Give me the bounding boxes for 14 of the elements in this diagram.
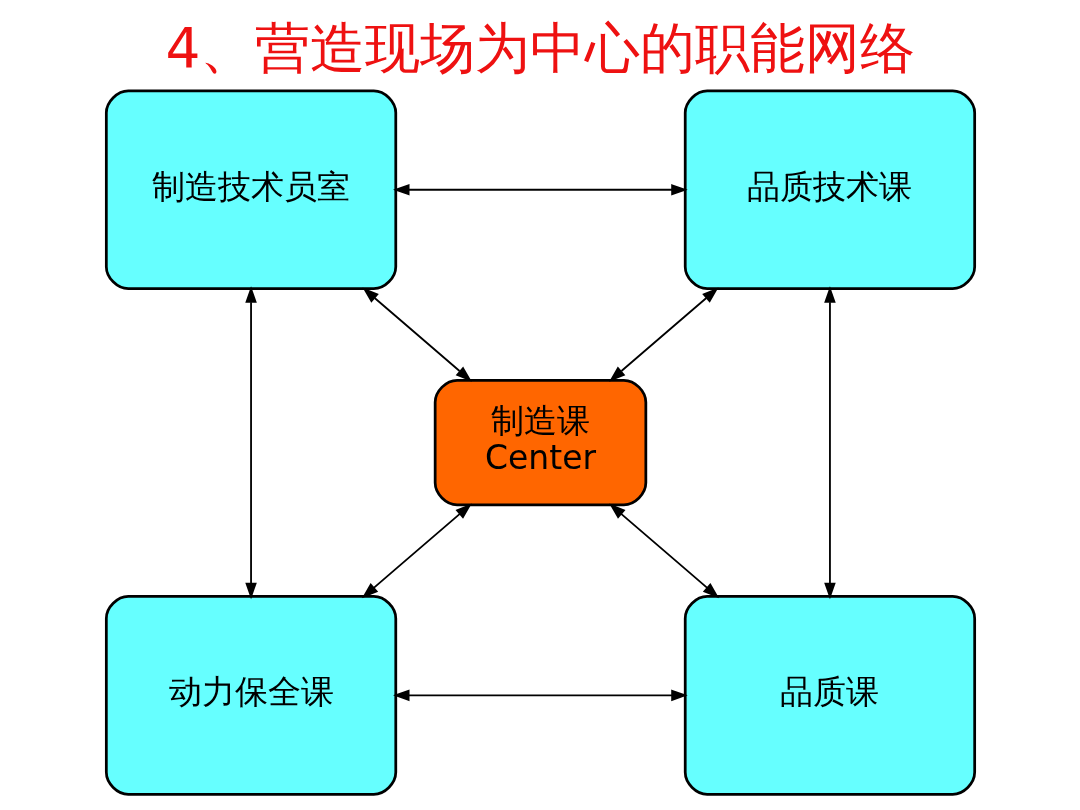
arrow xyxy=(608,503,719,599)
node-box: 制造课 Center xyxy=(433,378,647,507)
diagram-title: 4、营造现场为中心的职能网络 xyxy=(165,16,915,81)
node-box: 品质课 xyxy=(683,595,976,796)
node-box: 制造技术员室 xyxy=(104,89,397,291)
arrow xyxy=(392,183,688,196)
node-box: 品质技术课 xyxy=(683,89,976,291)
arrow xyxy=(244,286,257,600)
arrow xyxy=(361,503,472,599)
arrow xyxy=(392,689,688,702)
arrow xyxy=(608,287,718,382)
node-box: 动力保全课 xyxy=(104,595,397,796)
arrow xyxy=(362,287,472,382)
arrow xyxy=(823,286,836,600)
